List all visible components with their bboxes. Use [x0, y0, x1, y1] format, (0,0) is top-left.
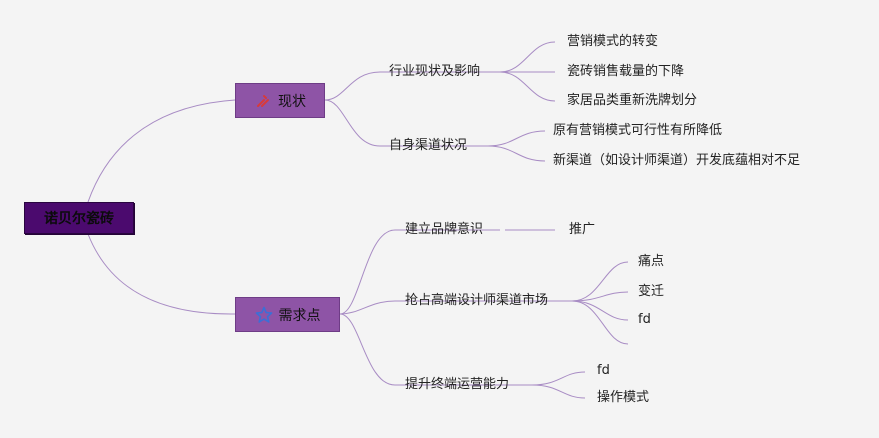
leaf-node[interactable]: fd	[638, 312, 651, 327]
subtopic-designer-channel[interactable]: 抢占高端设计师渠道市场	[405, 293, 549, 308]
subtopic-own-channel[interactable]: 自身渠道状况	[389, 138, 468, 153]
leaf-node[interactable]: 推广	[569, 222, 596, 237]
subtopic-terminal-operation[interactable]: 提升终端运营能力	[405, 377, 510, 392]
subtopic-brand-awareness[interactable]: 建立品牌意识	[405, 222, 484, 237]
leaf-node[interactable]: 营销模式的转变	[567, 34, 659, 49]
subtopic-industry-status[interactable]: 行业现状及影响	[389, 64, 481, 79]
star-icon	[255, 306, 273, 324]
topic-status[interactable]: 现状	[235, 83, 325, 118]
leaf-node[interactable]: 变迁	[638, 284, 665, 299]
topic-label: 现状	[278, 93, 306, 110]
leaf-node[interactable]: 痛点	[638, 254, 665, 269]
root-node[interactable]: 诺贝尔瓷砖	[24, 202, 134, 234]
leaf-node[interactable]: 操作模式	[597, 390, 650, 405]
tools-icon	[254, 92, 272, 110]
leaf-node[interactable]: fd	[597, 363, 610, 378]
leaf-node[interactable]: 新渠道（如设计师渠道）开发底蕴相对不足	[553, 153, 801, 168]
topic-label: 需求点	[278, 307, 321, 324]
leaf-node[interactable]: 家居品类重新洗牌划分	[567, 93, 698, 108]
leaf-node[interactable]: 原有营销模式可行性有所降低	[553, 123, 723, 138]
root-label: 诺贝尔瓷砖	[44, 211, 114, 227]
leaf-node[interactable]: 瓷砖销售载量的下降	[567, 64, 685, 79]
topic-needs[interactable]: 需求点	[235, 297, 340, 332]
